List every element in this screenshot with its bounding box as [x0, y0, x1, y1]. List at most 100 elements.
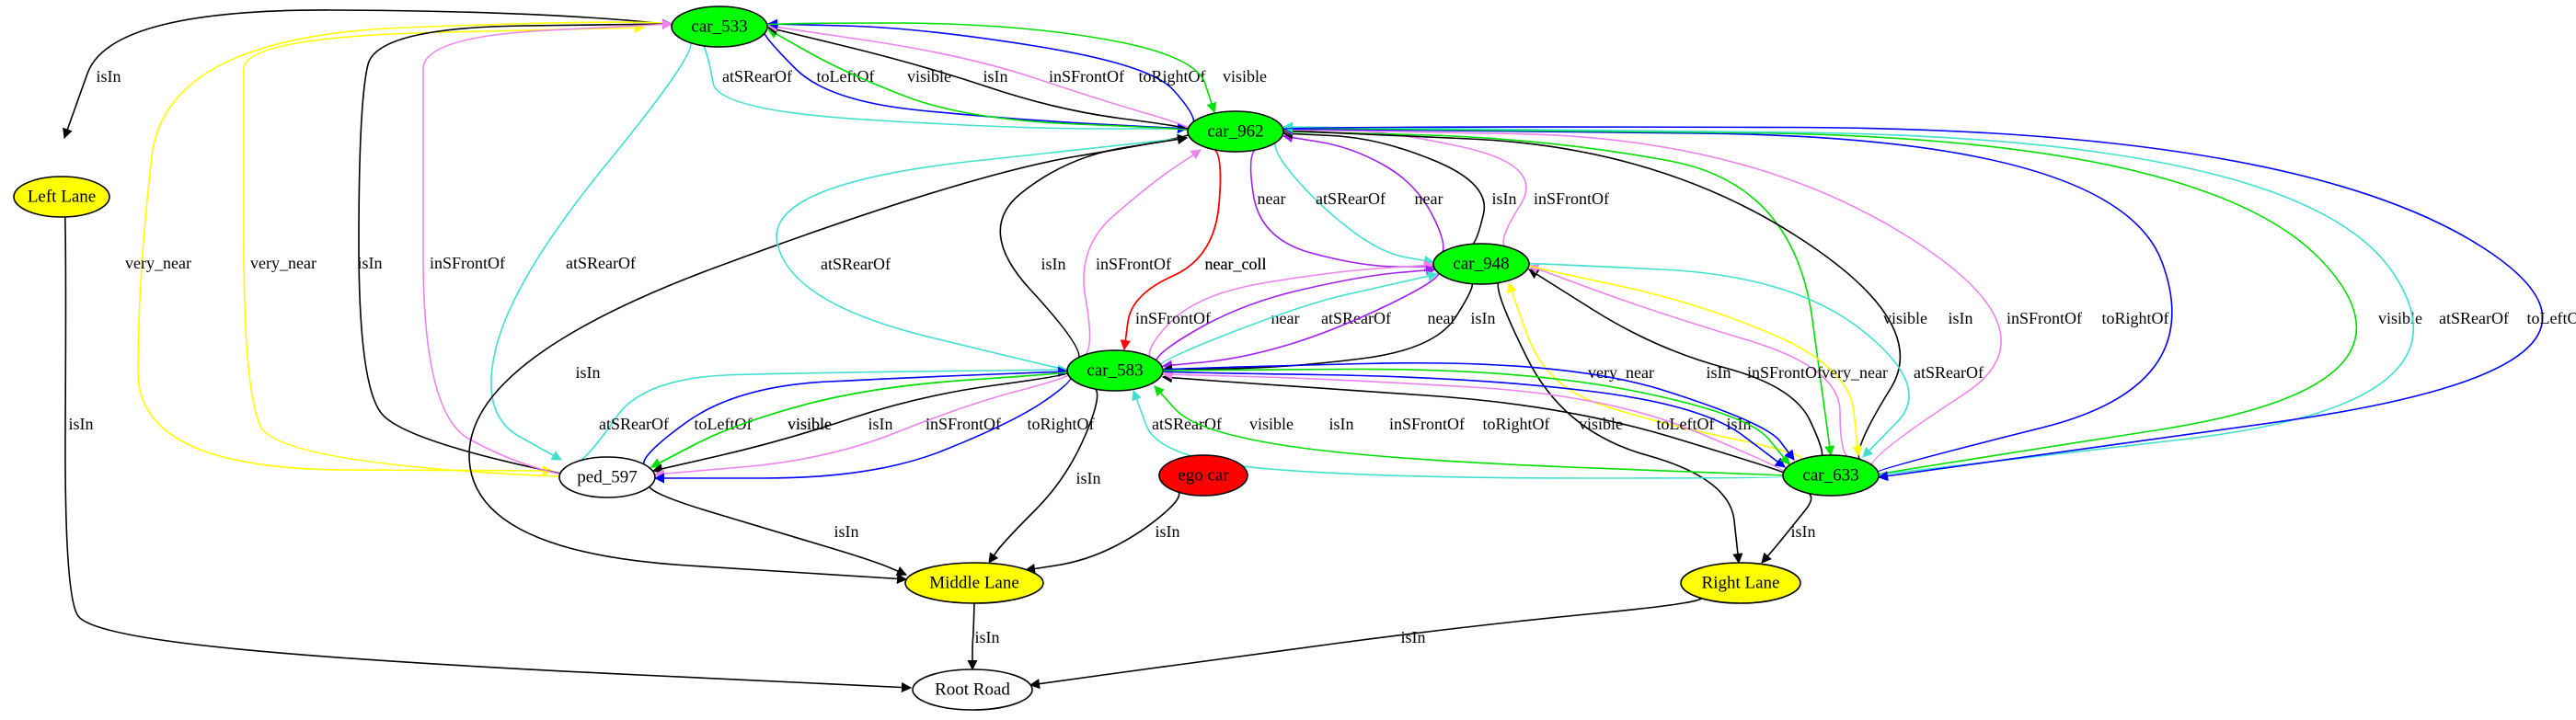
edge-label: toLeftOf — [2527, 309, 2576, 327]
edge-car_633-isIn-right_lane: isIn — [1761, 490, 1816, 564]
node-label: car_533 — [691, 17, 747, 37]
edge-label: isIn — [1791, 522, 1816, 541]
node-shape — [1158, 454, 1248, 497]
node-car-533[interactable]: car_533 — [671, 6, 768, 48]
edge-line — [1282, 132, 1444, 257]
edge-label: atSRearOf — [566, 254, 636, 272]
edge-label: toLeftOf — [817, 67, 875, 86]
edge-label: inSFrontOf — [1747, 363, 1823, 382]
edge-line — [63, 9, 674, 140]
edge-line — [764, 22, 1217, 114]
edge-right_lane-isIn-root_road: isIn — [1029, 595, 1703, 690]
edge-car_583-atSRearOf-car_962: atSRearOf — [776, 133, 1189, 371]
edge-car_583-inSFrontOf-ped_597: inSFrontOf — [653, 372, 1071, 479]
edge-label: toLeftOf — [1657, 415, 1715, 433]
edge-line — [1161, 369, 1787, 474]
edge-label: isIn — [834, 522, 859, 541]
edge-line — [1156, 265, 1437, 364]
edge-label: isIn — [358, 254, 383, 272]
node-label: car_948 — [1453, 255, 1509, 274]
edge-car_583-isIn-middle_lane: isIn — [988, 386, 1101, 564]
edge-label: very_near — [250, 254, 316, 272]
edge-label: very_near — [125, 254, 191, 272]
edge-label: visible — [2378, 309, 2422, 327]
nodes-layer: car_533 car_962 car_948 car_583 car_633 ped_5… — [13, 6, 1880, 711]
edge-ped_597-atSRearOf-car_583: atSRearOf — [576, 364, 1069, 464]
edge-label: isIn — [983, 67, 1008, 86]
edge-line — [63, 215, 913, 693]
edge-label: inSFrontOf — [926, 415, 1001, 433]
node-label: car_583 — [1087, 361, 1143, 381]
node-left-lane[interactable]: Left Lane — [13, 176, 110, 218]
node-right-lane[interactable]: Right Lane — [1680, 562, 1801, 604]
node-label: ped_597 — [577, 468, 637, 487]
edge-line — [1132, 389, 1787, 479]
edge-car_962-near-car_948: near — [1249, 147, 1435, 272]
node-car-583[interactable]: car_583 — [1066, 349, 1164, 392]
edge-line — [1160, 371, 1786, 468]
node-ped-597[interactable]: ped_597 — [558, 456, 656, 498]
edge-label: isIn — [1041, 255, 1066, 273]
node-middle-lane[interactable]: Middle Lane — [904, 562, 1044, 604]
edge-car_633-isIn-car_948: isIn — [1528, 269, 1823, 458]
edge-line — [1282, 125, 1902, 463]
edge-line — [967, 601, 978, 671]
node-car-633[interactable]: car_633 — [1782, 454, 1880, 497]
edge-car_948-near-car_962: near — [1282, 132, 1444, 257]
edge-label: near — [1428, 309, 1456, 327]
edge-middle_lane-isIn-root_road: isIn — [967, 601, 1000, 671]
edge-label: isIn — [1076, 469, 1101, 487]
node-label: Right Lane — [1702, 574, 1780, 593]
edge-car_948-very_near-car_633: very_near — [1525, 264, 1888, 457]
edge-line — [776, 133, 1189, 371]
edge-line — [1282, 128, 1486, 246]
node-shape — [558, 456, 656, 498]
edge-label: atSRearOf — [1152, 415, 1222, 433]
edge-line — [1280, 126, 2544, 482]
edge-line — [1507, 281, 1803, 463]
edge-car_633-visible-car_583: visible — [1154, 385, 1786, 476]
edge-label: very_near — [1822, 363, 1888, 382]
edge-line — [1282, 122, 2358, 475]
edge-car_533-atSRearOf-car_962: atSRearOf — [702, 44, 1189, 134]
edge-line — [643, 366, 1069, 468]
edge-car_583-visible-car_633: visible — [1160, 368, 1790, 465]
edge-line — [1527, 264, 1850, 459]
edge-line — [653, 374, 1073, 484]
edge-line — [1761, 490, 1812, 564]
edge-label: isIn — [1329, 415, 1354, 433]
edge-line — [766, 18, 1195, 125]
edge-line — [490, 40, 692, 461]
edge-car_633-atSRearOf-car_583: atSRearOf — [1132, 389, 1787, 479]
edge-line — [358, 18, 673, 475]
edge-line — [468, 133, 1191, 584]
edge-car_533-very_near-ped_597: very_near — [125, 21, 675, 476]
edge-car_583-isIn-ped_597: isIn — [651, 371, 1071, 474]
node-label: Left Lane — [28, 188, 96, 207]
edge-car_633-toRightOf-car_962: toRightOf — [1282, 123, 2173, 474]
node-car-962[interactable]: car_962 — [1187, 110, 1284, 153]
edge-label: near — [1258, 189, 1286, 208]
edge-car_962-isIn-middle_lane: isIn — [468, 133, 1191, 584]
node-root-road[interactable]: Root Road — [912, 669, 1033, 711]
edge-car_948-isIn-car_583: isIn — [1161, 281, 1496, 375]
node-car-948[interactable]: car_948 — [1432, 243, 1530, 285]
edge-car_633-inSFrontOf-car_583: inSFrontOf — [1161, 369, 1787, 474]
edge-line — [1029, 595, 1703, 690]
edge-label: atSRearOf — [1321, 309, 1391, 327]
edge-car_633-isIn-car_583: isIn — [1161, 372, 1787, 474]
edge-car_533-isIn-left_lane: isIn — [63, 9, 674, 140]
edge-car_948-isIn-car_962: isIn — [1282, 128, 1517, 246]
edge-line — [1160, 361, 1795, 461]
edge-label: atSRearOf — [821, 255, 891, 273]
edge-line — [1497, 280, 1743, 565]
edge-left_lane-isIn-root_road: isIn — [63, 215, 913, 693]
node-ego-car[interactable]: ego car — [1158, 454, 1248, 497]
edge-ped_597-very_near-car_533: very_near — [243, 22, 646, 477]
edge-car_962-inSFrontOf-car_533: inSFrontOf — [766, 21, 1191, 130]
edge-car_962-near_coll-car_583: near_coll — [1120, 147, 1266, 351]
edge-car_583-near-car_948: near — [1156, 265, 1437, 364]
edge-label: isIn — [1707, 363, 1731, 382]
edge-label: isIn — [1471, 309, 1496, 327]
